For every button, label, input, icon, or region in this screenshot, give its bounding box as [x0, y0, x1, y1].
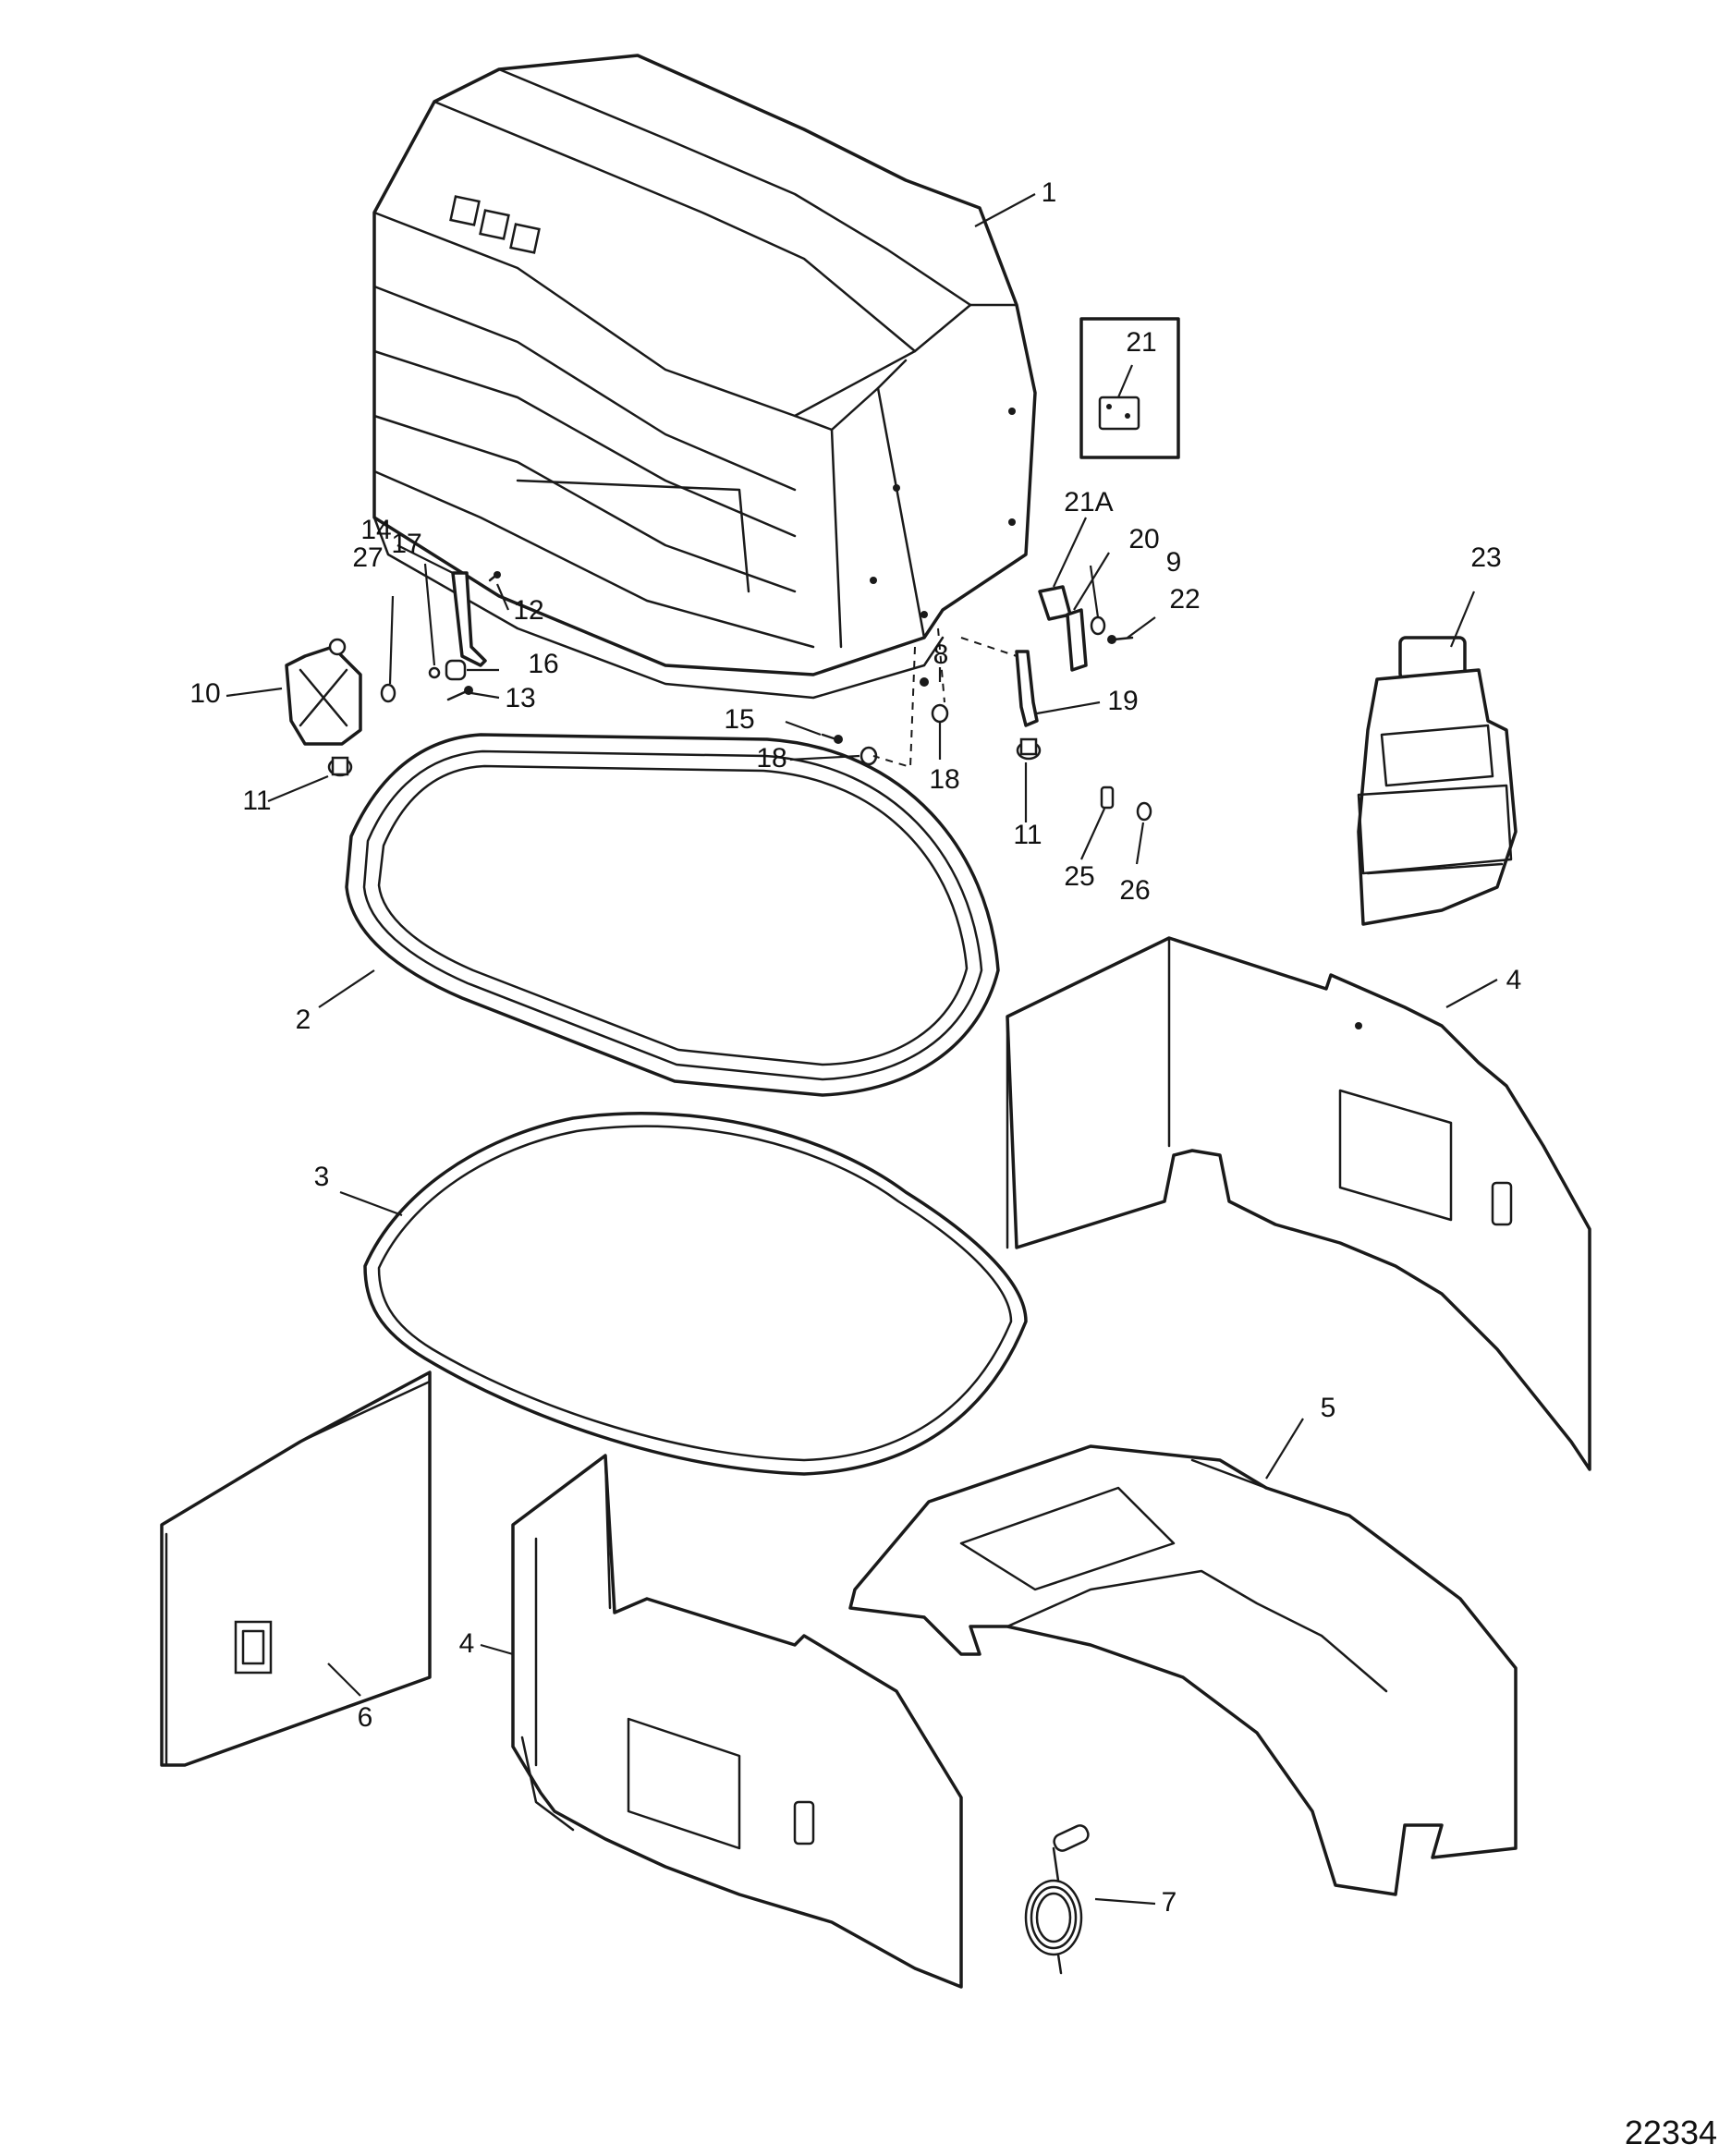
callout-18-right: 18 — [929, 764, 959, 795]
inset-box-part-21 — [1079, 317, 1180, 459]
callout-26: 26 — [1119, 875, 1150, 906]
insulation-panel-left — [511, 1454, 963, 1989]
cowl-seal — [345, 733, 1000, 1097]
callout-9: 9 — [1166, 547, 1182, 578]
callout-5: 5 — [1321, 1393, 1336, 1423]
callout-2: 2 — [296, 1005, 311, 1035]
document-number: 22334 — [1625, 2113, 1717, 2151]
hood-section — [848, 1444, 1518, 1896]
callout-16: 16 — [528, 649, 558, 679]
hardware-parts — [285, 571, 1152, 822]
callout-23: 23 — [1470, 542, 1501, 573]
callout-7: 7 — [1162, 1887, 1177, 1918]
insulation-panel-right — [1006, 936, 1591, 1471]
callout-labels: 1 2 3 4 4 5 6 7 8 9 10 11 11 12 13 14 15… — [189, 177, 1521, 1918]
callout-25: 25 — [1064, 861, 1094, 892]
gasket — [363, 1112, 1028, 1476]
callout-6: 6 — [358, 1702, 373, 1733]
side-panel — [160, 1370, 432, 1767]
callout-21: 21 — [1126, 327, 1156, 358]
lanyard — [1024, 1824, 1090, 1975]
top-cowl — [372, 54, 1037, 700]
callout-3: 3 — [314, 1162, 330, 1192]
callout-22: 22 — [1169, 584, 1200, 615]
callout-27: 27 — [352, 542, 383, 573]
callout-11-left: 11 — [242, 786, 271, 816]
callout-13: 13 — [505, 683, 535, 713]
plate-assembly — [1357, 636, 1518, 926]
leader-lines — [226, 193, 1498, 1906]
callout-17: 17 — [391, 529, 421, 559]
callout-15: 15 — [724, 704, 754, 735]
callout-4-left: 4 — [459, 1628, 475, 1659]
callout-20: 20 — [1128, 524, 1159, 554]
callout-21a: 21A — [1064, 487, 1113, 518]
callout-1: 1 — [1042, 177, 1057, 208]
callout-4-right: 4 — [1506, 965, 1522, 995]
callout-12: 12 — [513, 595, 543, 626]
callout-14: 14 — [360, 515, 391, 545]
callout-19: 19 — [1107, 686, 1138, 716]
callout-10: 10 — [189, 678, 220, 709]
callout-18-left: 18 — [756, 743, 786, 773]
callout-8: 8 — [933, 639, 949, 670]
callout-11-right: 11 — [1013, 820, 1042, 850]
